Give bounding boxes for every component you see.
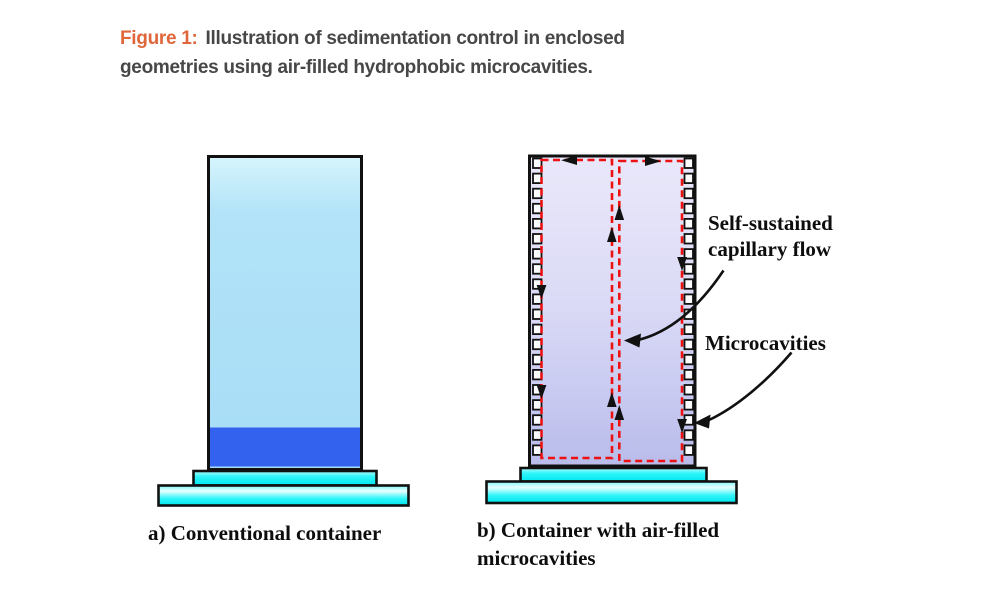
- microcavity-cell: [683, 187, 694, 200]
- container-a-body: [207, 155, 363, 471]
- microcavity-cell: [683, 202, 694, 215]
- capillary-arrowhead-icon: [624, 333, 641, 348]
- flow-arrow-up-icon: [607, 392, 617, 407]
- flow-arrow-down-icon: [677, 419, 687, 433]
- microcavity-cell: [683, 233, 694, 245]
- sediment-layer: [210, 427, 360, 467]
- figure-title-line2: geometries using air-filled hydrophobic …: [120, 57, 593, 78]
- microcavities-leader-line: [707, 351, 793, 422]
- capillary-flow-label-line1: Self-sustained: [708, 211, 833, 235]
- microcavity-cell: [683, 293, 694, 305]
- microcavities-label: Microcavities: [705, 331, 826, 355]
- microcavity-cell: [532, 263, 543, 275]
- microcavity-cell: [532, 248, 543, 260]
- flow-loop-right: [617, 159, 684, 463]
- capillary-flow-label: Self-sustained capillary flow: [708, 210, 833, 262]
- figure-number: Figure 1:: [120, 28, 198, 49]
- microcavity-cell: [683, 172, 694, 185]
- flow-arrow-down-icon: [536, 285, 547, 299]
- figure-title-line1: Figure 1: Illustration of sedimentation c…: [120, 24, 625, 53]
- microcavity-container: [485, 154, 793, 505]
- caption-panel-b-line2: microcavities: [477, 546, 596, 570]
- flow-arrow-down-icon: [536, 385, 547, 399]
- microcavity-cell: [532, 308, 543, 320]
- flow-arrow-right-icon: [645, 156, 661, 166]
- flow-arrow-down-icon: [677, 257, 687, 271]
- caption-panel-b: b) Container with air-filled microcaviti…: [477, 516, 719, 572]
- microcavity-cell: [683, 323, 694, 336]
- microcavity-cell: [683, 263, 694, 275]
- microcavity-cell: [532, 399, 543, 411]
- flow-arrow-up-icon: [614, 205, 625, 220]
- microcavity-cell: [683, 384, 694, 396]
- microcavity-cell: [683, 399, 694, 411]
- capillary-flow-label-line2: capillary flow: [708, 237, 832, 261]
- pedestal-a-base: [157, 484, 410, 507]
- microcavity-cell: [683, 217, 694, 230]
- microcavity-cell: [532, 444, 543, 456]
- microcavities-arrowhead-icon: [694, 414, 711, 429]
- pedestal-a-top: [192, 469, 378, 487]
- microcavity-cell: [683, 444, 694, 456]
- microcavity-cell: [683, 248, 694, 260]
- microcavity-cell: [683, 429, 694, 441]
- figure-title: Figure 1: Illustration of sedimentation c…: [120, 24, 625, 82]
- capillary-leader-line: [637, 269, 725, 342]
- conventional-container: [157, 155, 410, 507]
- microcavity-cell: [683, 157, 694, 169]
- microcavity-cell: [532, 202, 543, 215]
- flow-arrow-up-icon: [607, 227, 617, 242]
- microcavity-wall-left: [532, 157, 543, 456]
- microcavity-cell: [683, 278, 694, 290]
- microcavity-cell: [532, 157, 543, 169]
- caption-panel-a: a) Conventional container: [148, 521, 382, 545]
- microcavity-cell: [532, 353, 543, 366]
- pedestal-b-top: [519, 466, 708, 483]
- microcavity-cell: [683, 338, 694, 351]
- microcavity-wall-right: [683, 157, 694, 456]
- microcavity-cell: [683, 353, 694, 366]
- pedestal-b-base: [485, 480, 738, 505]
- flow-arrow-up-icon: [614, 405, 625, 420]
- figure-title-text1: Illustration of sedimentation control in…: [205, 28, 625, 49]
- flow-arrow-left-icon: [561, 155, 577, 165]
- microcavity-cell: [532, 293, 543, 305]
- caption-panel-b-line1: b) Container with air-filled: [477, 518, 720, 542]
- microcavity-cell: [683, 368, 694, 381]
